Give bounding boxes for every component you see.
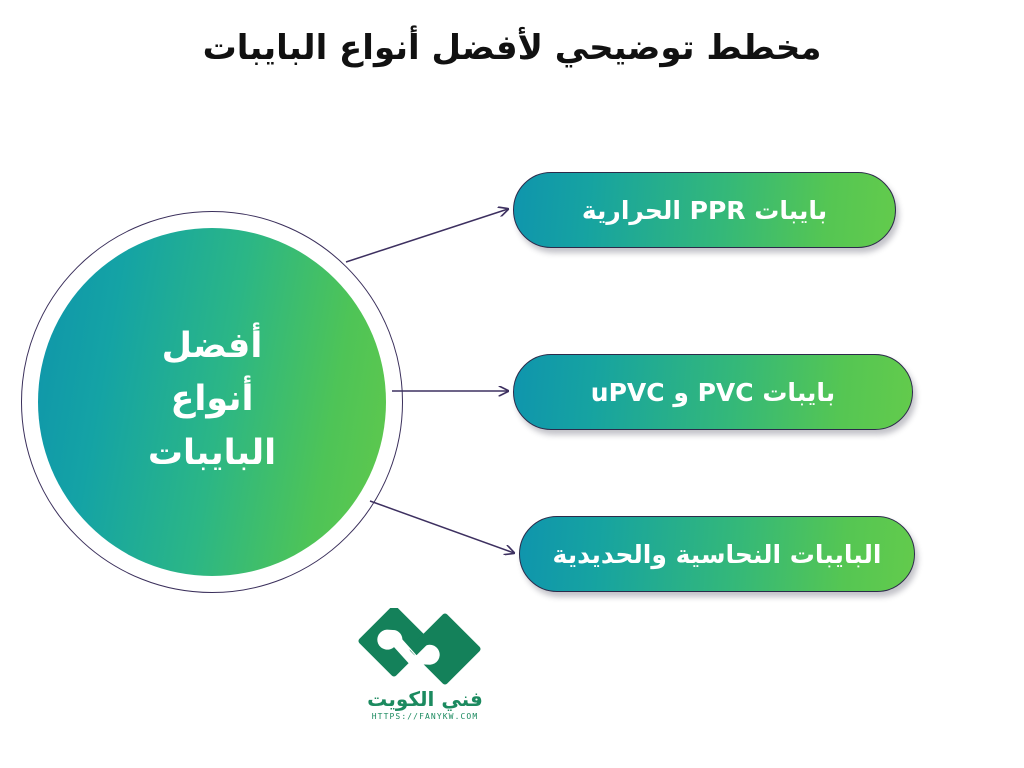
logo-diamond-right (409, 613, 481, 685)
branch-node-pvc[interactable]: بايبات PVC و uPVC (513, 354, 913, 430)
logo-url: HTTPS://FANYKW.COM (371, 712, 479, 721)
logo-brand-name: فني الكويت (367, 687, 483, 711)
branch-node-copper-iron[interactable]: البايبات النحاسية والحديدية (519, 516, 915, 592)
connector-line-1 (345, 209, 508, 263)
hub-label-line-2: أنواع (170, 379, 254, 420)
hub-circle[interactable]: أفضل أنواع البايبات (38, 228, 386, 576)
logo-diamond-left (358, 608, 430, 677)
two-diamonds-wrench-icon (358, 608, 481, 685)
hub-label-line-3: البايبات (147, 432, 277, 473)
branch-node-copper-iron-label: البايبات النحاسية والحديدية (552, 539, 882, 569)
branch-node-pvc-label: بايبات PVC و uPVC (590, 377, 836, 407)
hub-label: أفضل أنواع البايبات (148, 320, 276, 484)
brand-logo[interactable]: فني الكويت HTTPS://FANYKW.COM (355, 608, 495, 740)
connector-line-3 (369, 500, 514, 553)
branch-node-ppr-label: بايبات PPR الحرارية (581, 195, 828, 225)
hub-label-line-1: أفضل (161, 326, 263, 367)
page-title: مخطط توضيحي لأفضل أنواع البايبات (202, 28, 822, 68)
hub-outline-ring (21, 211, 403, 593)
branch-node-ppr[interactable]: بايبات PPR الحرارية (513, 172, 896, 248)
